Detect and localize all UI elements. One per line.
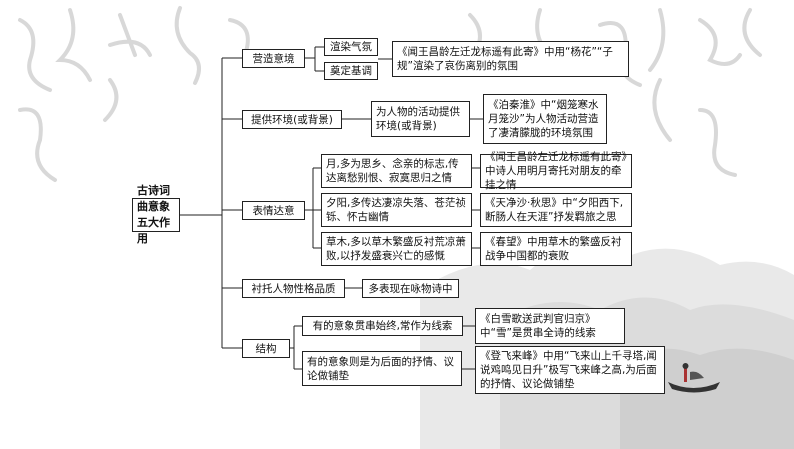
branch-label: 提供环境(或背景) — [251, 113, 333, 126]
branch-label: 结构 — [255, 342, 277, 355]
desc-sunset: 夕阳,多传达凄凉失落、苍茫祯铄、怀古幽情 — [321, 193, 472, 227]
desc-text: 多表现在咏物诗中 — [368, 282, 453, 295]
example-sunset: 《天净沙·秋思》中“夕阳西下,断肠人在天涯”抒发羁旅之思 — [480, 193, 632, 227]
branch-label: 表情达意 — [252, 204, 295, 217]
example-text: 《闻王昌龄左迁龙标遥有此寄》中用“杨花”“子规”渲染了哀伤离别的氛围 — [397, 46, 613, 72]
desc-moon: 月,多为思乡、念亲的标志,传达离愁别恨、寂寞思归之情 — [321, 154, 472, 188]
desc-text: 为人物的活动提供环境(或背景) — [376, 106, 460, 132]
example-text: 《登飞来峰》中用“飞来山上千寻塔,闻说鸡鸣见日升”极写飞来峰之高,为后面的抒情、… — [480, 350, 657, 390]
desc-b4: 多表现在咏物诗中 — [362, 279, 459, 298]
desc-foreshadow: 有的意象则是为后面的抒情、议论做铺垫 — [302, 351, 462, 386]
example-clue: 《白雪歌送武判官归京》中“雪”是贯串全诗的线索 — [475, 308, 625, 344]
root-title-line2: 五大作用 — [137, 216, 170, 245]
sub-label: 渲染气氛 — [330, 41, 372, 53]
example-text: 《春望》中用草木的繁盛反衬战争中国都的衰败 — [485, 236, 622, 262]
root-title-line1: 古诗词曲意象 — [137, 184, 170, 213]
example-b2: 《泊秦淮》中“烟笼寒水月笼沙”为人物活动营造了凄清朦胧的环境氛围 — [483, 94, 607, 144]
desc-text: 有的意象则是为后面的抒情、议论做铺垫 — [307, 355, 454, 382]
example-text: 《白雪歌送武判官归京》中“雪”是贯串全诗的线索 — [480, 313, 596, 339]
desc-text: 月,多为思乡、念亲的标志,传达离愁别恨、寂寞思归之情 — [326, 158, 459, 184]
root-node: 古诗词曲意象 五大作用 — [132, 184, 180, 245]
branch-structure: 结构 — [242, 339, 290, 358]
desc-b2: 为人物的活动提供环境(或背景) — [371, 101, 470, 137]
sub-set-tone: 奠定基调 — [324, 62, 378, 80]
example-plants: 《春望》中用草木的繁盛反衬战争中国都的衰败 — [480, 232, 632, 266]
branch-provide-setting: 提供环境(或背景) — [242, 110, 342, 129]
branch-label: 衬托人物性格品质 — [251, 282, 336, 295]
example-text: 《天净沙·秋思》中“夕阳西下,断肠人在天涯”抒发羁旅之思 — [485, 197, 624, 223]
example-moon: 《闻王昌龄左迁龙标遥有此寄》中诗人用明月寄托对朋友的牵挂之情 — [480, 151, 632, 191]
branch-express-emotion: 表情达意 — [242, 201, 305, 220]
branch-create-mood: 营造意境 — [242, 49, 305, 68]
desc-text: 有的意象贯串始终,常作为线索 — [312, 320, 453, 332]
desc-plants: 草木,多以草木繁盛反衬荒凉萧败,以抒发盛衰兴亡的感慨 — [321, 232, 472, 266]
branch-contrast-character: 衬托人物性格品质 — [242, 279, 345, 298]
example-b1: 《闻王昌龄左迁龙标遥有此寄》中用“杨花”“子规”渲染了哀伤离别的氛围 — [392, 41, 629, 77]
example-foreshadow: 《登飞来峰》中用“飞来山上千寻塔,闻说鸡鸣见日升”极写飞来峰之高,为后面的抒情、… — [475, 346, 665, 394]
branch-label: 营造意境 — [252, 52, 295, 65]
sub-label: 奠定基调 — [330, 65, 372, 77]
example-text: 《闻王昌龄左迁龙标遥有此寄》中诗人用明月寄托对朋友的牵挂之情 — [485, 151, 627, 191]
desc-clue: 有的意象贯串始终,常作为线索 — [302, 316, 463, 336]
desc-text: 夕阳,多传达凄凉失落、苍茫祯铄、怀古幽情 — [326, 197, 466, 223]
example-text: 《泊秦淮》中“烟笼寒水月笼沙”为人物活动营造了凄清朦胧的环境氛围 — [488, 99, 599, 139]
desc-text: 草木,多以草木繁盛反衬荒凉萧败,以抒发盛衰兴亡的感慨 — [326, 236, 466, 262]
sub-render-atmosphere: 渲染气氛 — [324, 38, 378, 56]
